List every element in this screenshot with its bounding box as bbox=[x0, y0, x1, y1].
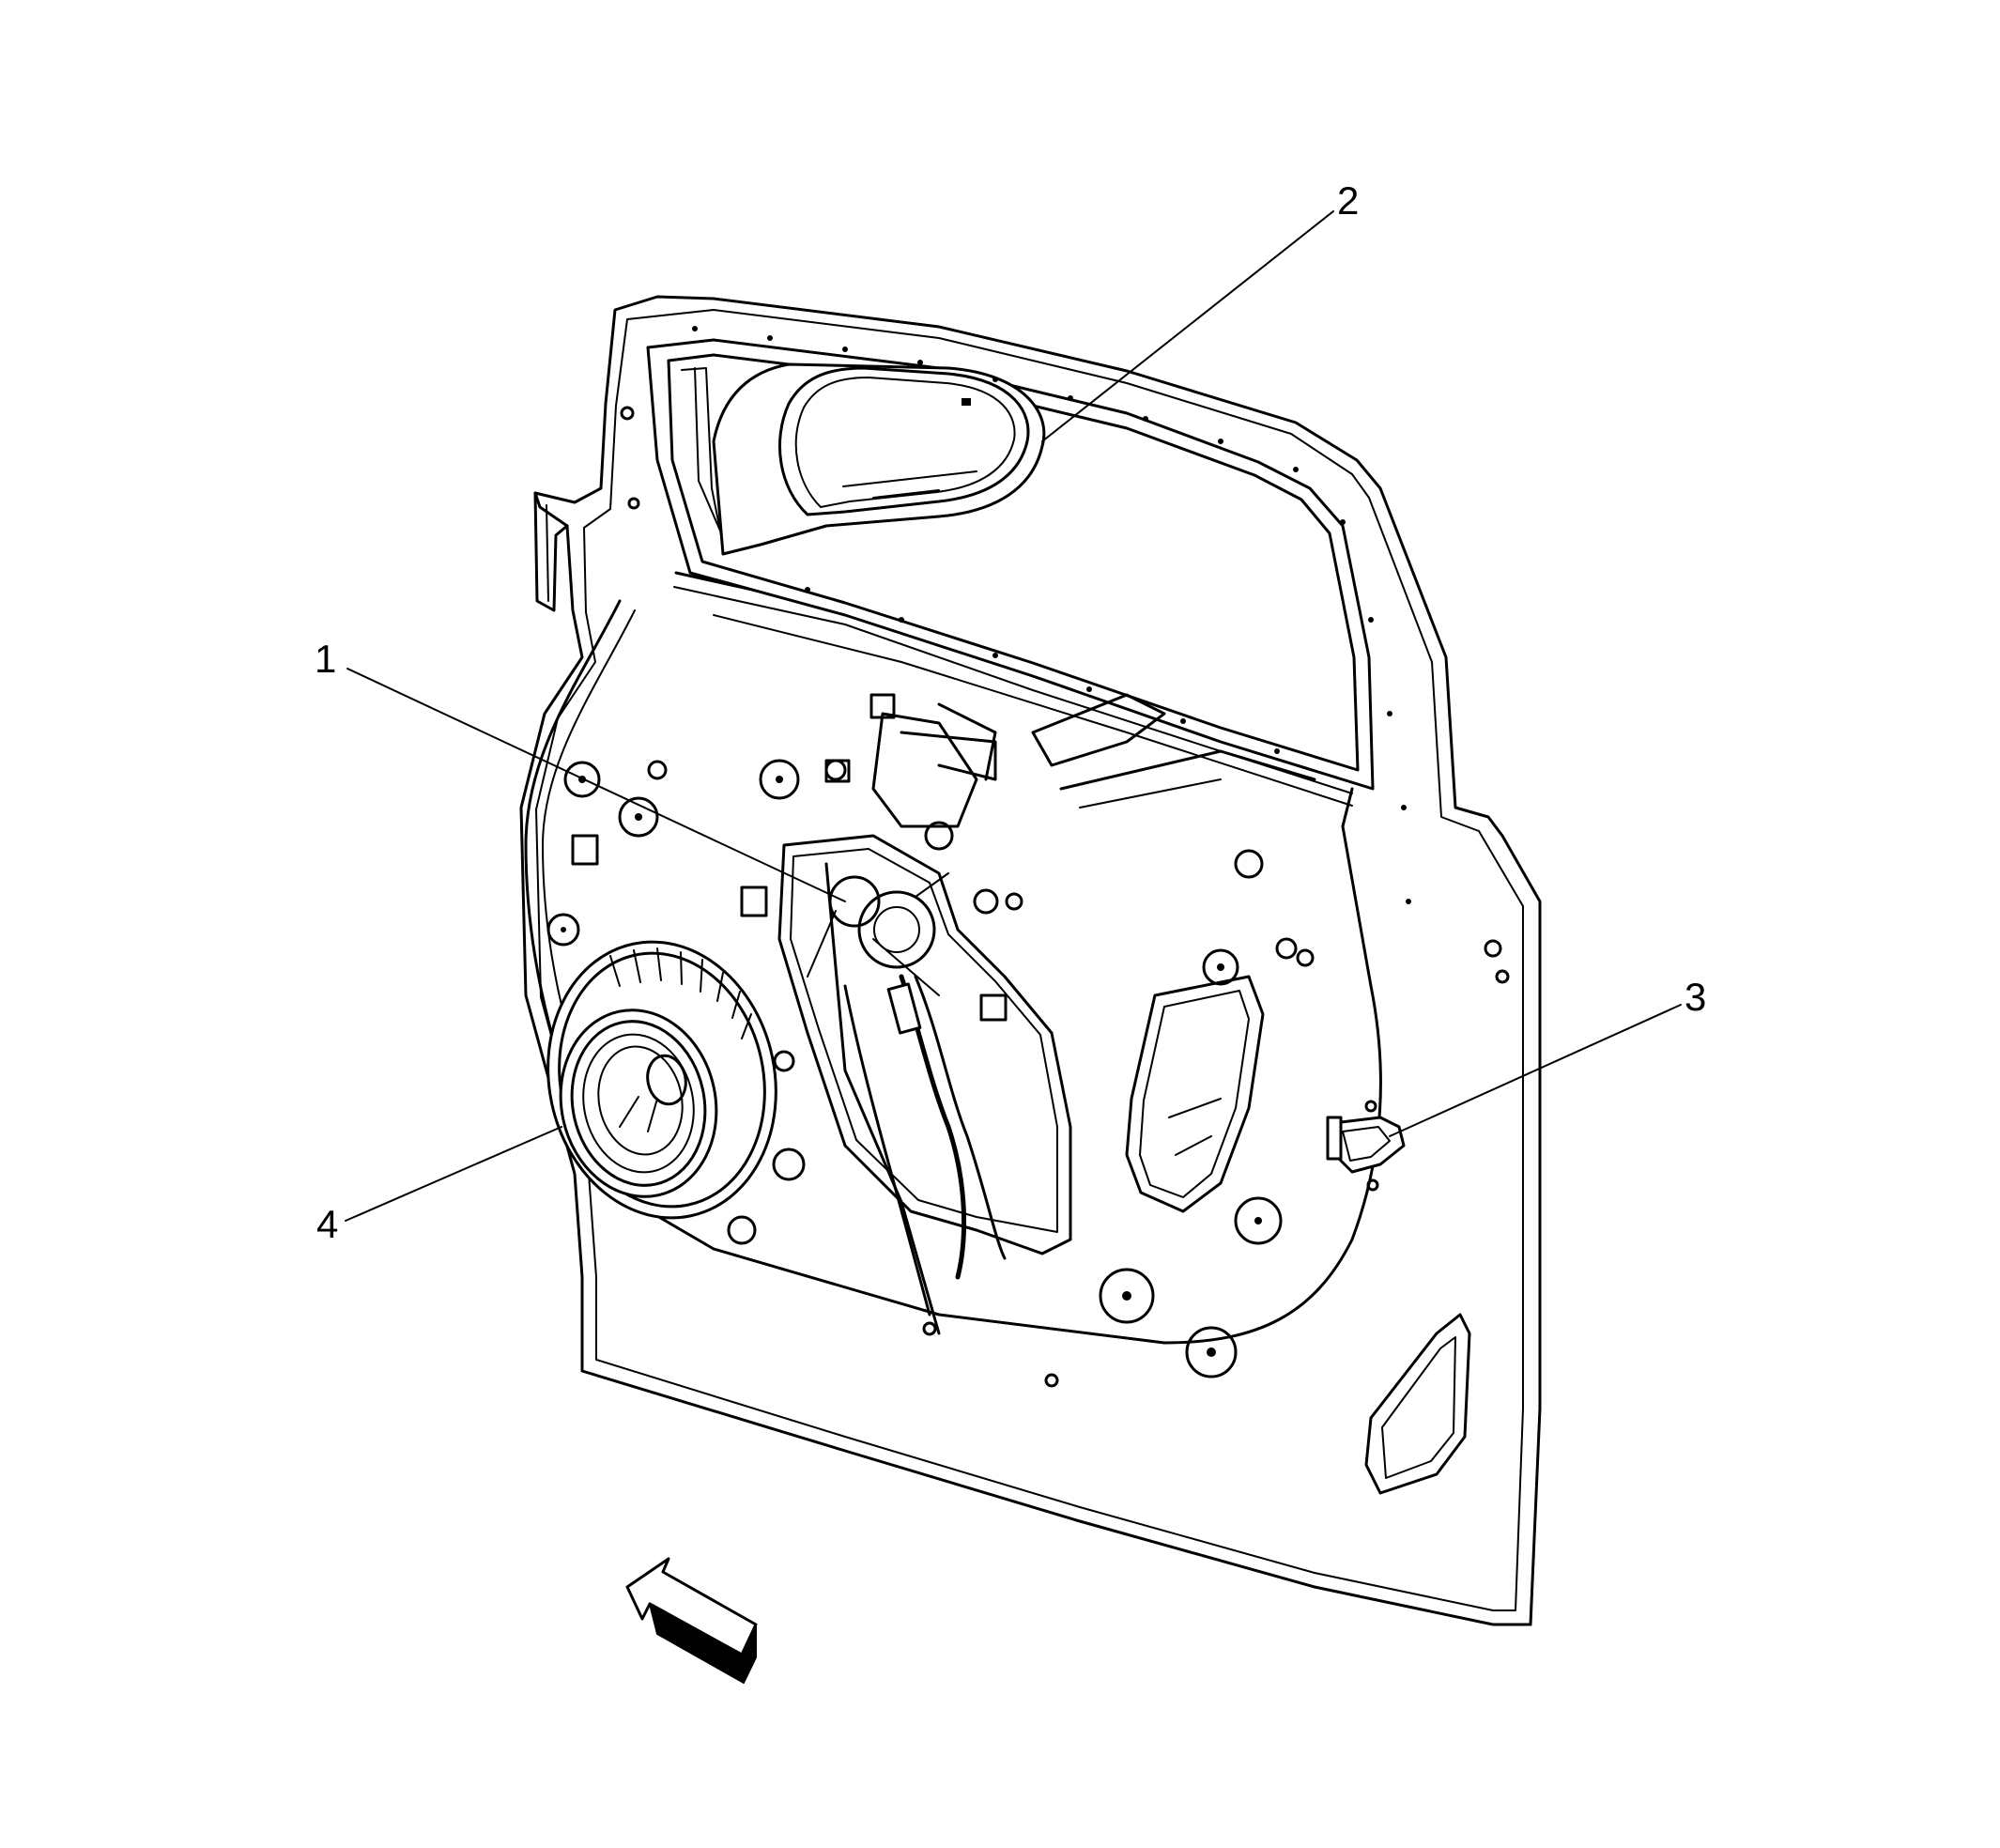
leader-line-4 bbox=[345, 1126, 562, 1222]
leader-line-3 bbox=[1389, 1004, 1682, 1137]
leader-lines bbox=[345, 210, 1682, 1222]
panel-openings bbox=[871, 693, 1471, 1495]
callout-1: 1 bbox=[315, 637, 336, 681]
window-regulator bbox=[777, 834, 1072, 1336]
callout-2: 2 bbox=[1337, 178, 1359, 223]
fasteners bbox=[546, 326, 1510, 1388]
door-speaker bbox=[546, 940, 777, 1220]
outside-mirror bbox=[712, 362, 1046, 556]
leader-line-2 bbox=[1041, 210, 1334, 442]
leader-line-1 bbox=[346, 668, 846, 902]
callout-4: 4 bbox=[316, 1202, 338, 1246]
callout-3: 3 bbox=[1685, 975, 1706, 1019]
view-direction-arrow-icon bbox=[625, 1557, 758, 1684]
door-latch bbox=[1326, 1100, 1406, 1192]
callout-labels: 1 2 3 4 bbox=[315, 178, 1706, 1246]
